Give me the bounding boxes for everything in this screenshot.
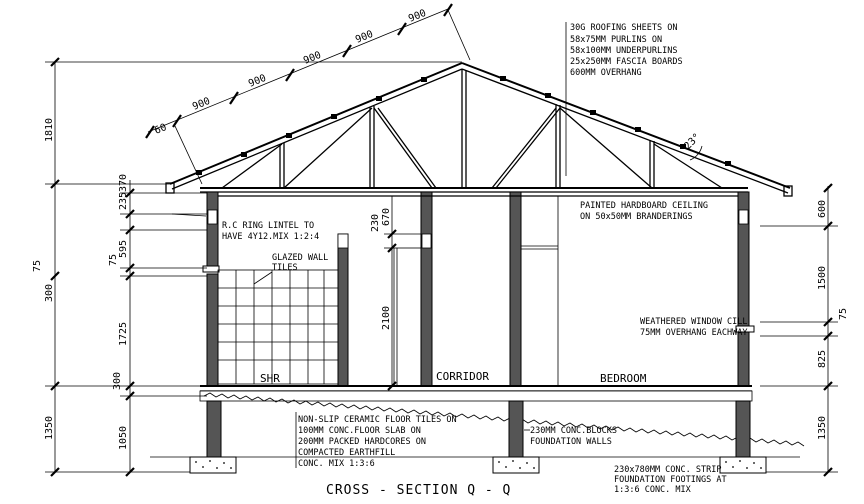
dim-left-1350: 1350: [44, 416, 55, 440]
floor-note-line-5: CONC. MIX 1:3:6: [298, 459, 375, 469]
dim-right-600: 600: [817, 200, 828, 218]
floor-note-line-2: 100MM CONC.FLOOR SLAB ON: [298, 426, 421, 436]
dim-right-825: 825: [817, 350, 828, 368]
dim-left-235: 235: [118, 192, 129, 210]
room-label-shower: SHR: [260, 372, 280, 385]
lintel-note: R.C RING LINTEL TO HAVE 4Y12.MIX 1:2:4: [171, 213, 319, 242]
walls: [202, 191, 755, 387]
foundation-wall-note: 230MM CONC.BLOCKS FOUNDATION WALLS: [524, 426, 617, 447]
roof-note-line-5: 600MM OVERHANG: [570, 68, 642, 78]
foundation-walls: [206, 400, 751, 458]
dim-door-2100: 2100: [381, 306, 392, 330]
floor-slab: [199, 385, 805, 447]
floor-note-line-3: 200MM PACKED HARDCORES ON: [298, 437, 426, 447]
dim-left-1725: 1725: [118, 322, 129, 346]
dim-door-670: 670: [381, 208, 392, 226]
dim-left-side-75: 75: [32, 260, 43, 272]
ceiling-note: PAINTED HARDBOARD CEILING ON 50x50MM BRA…: [580, 201, 708, 222]
dim-right-1350: 1350: [817, 416, 828, 440]
right-dimensions: 600 1500 825 1350 75: [760, 183, 849, 477]
dim-left-595: 595: [118, 240, 129, 258]
wall-tiles-grid: [217, 269, 339, 385]
ceiling-note-line-1: PAINTED HARDBOARD CEILING: [580, 201, 708, 211]
dim-right-side-75: 75: [838, 308, 849, 320]
foundation-note-line-1: 230MM CONC.BLOCKS: [530, 426, 617, 436]
dim-left-1050: 1050: [118, 426, 129, 450]
sill-note-line-1: WEATHERED WINDOW CILL: [640, 317, 747, 327]
room-label-bedroom: BEDROOM: [600, 372, 647, 385]
lintel-note-line-2: HAVE 4Y12.MIX 1:2:4: [222, 232, 319, 242]
ceiling-note-line-2: ON 50x50MM BRANDERINGS: [580, 212, 693, 222]
foundation-note-line-2: FOUNDATION WALLS: [530, 437, 612, 447]
dim-left-1810: 1810: [44, 118, 55, 142]
dim-right-1500: 1500: [817, 266, 828, 290]
window-sill-note: WEATHERED WINDOW CILL 75MM OVERHANG EACH…: [640, 317, 747, 338]
tiles-note-line-2: TILES: [272, 263, 298, 273]
roof-note: 30G ROOFING SHEETS ON 58x75MM PURLINS ON…: [565, 22, 683, 176]
tiles-note-line-1: GLAZED WALL: [272, 253, 328, 263]
rafter-dim-5: 900: [407, 8, 428, 25]
roof-note-line-2: 58x75MM PURLINS ON: [570, 35, 662, 45]
dim-door-230: 230: [370, 214, 381, 232]
roof-pitch: 23°: [682, 132, 703, 161]
dim-left-370: 370: [118, 174, 129, 192]
sill-note-line-2: 75MM OVERHANG EACHWAY: [640, 328, 747, 338]
lintel-note-line-1: R.C RING LINTEL TO: [222, 221, 314, 231]
rafter-spacing-dimension: 60 900 900 900 900 900: [145, 3, 471, 185]
dim-left-300: 300: [44, 284, 55, 302]
left-window-sill: [202, 265, 220, 273]
footing-note: 230x780MM CONC. STRIP FOUNDATION FOOTING…: [614, 465, 727, 495]
dim-left-75: 75: [108, 254, 119, 266]
rafter-dim-0: 60: [153, 122, 168, 137]
roof-note-line-3: 58x100MM UNDERPURLINS: [570, 46, 677, 56]
drawing-title: CROSS - SECTION Q - Q: [326, 483, 511, 498]
bedroom-door: [521, 196, 559, 386]
corridor-door: [393, 247, 422, 387]
room-label-corridor: CORRIDOR: [436, 370, 489, 383]
dim-left-300-inner: 300: [112, 372, 123, 390]
footing-note-line-2: FOUNDATION FOOTINGS AT: [614, 475, 727, 485]
roof-truss: [165, 62, 793, 197]
footing-note-line-3: 1:3:6 CONC. MIX: [614, 485, 692, 495]
tiles-note: GLAZED WALL TILES: [253, 253, 328, 285]
left-dimensions: 1810 300 1350 75 235 370 595 75 1725 300…: [32, 57, 462, 477]
footing-note-line-1: 230x780MM CONC. STRIP: [614, 465, 721, 475]
roof-note-line-1: 30G ROOFING SHEETS ON: [570, 23, 677, 33]
roof-note-line-4: 25x250MM FASCIA BOARDS: [570, 57, 683, 67]
door-dimensions: 230 670 2100: [370, 196, 421, 391]
purlin-marks: [196, 76, 731, 175]
floor-note-line-4: COMPACTED EARTHFILL: [298, 448, 395, 458]
floor-note: NON-SLIP CERAMIC FLOOR TILES ON 100MM CO…: [295, 412, 457, 469]
floor-note-line-1: NON-SLIP CERAMIC FLOOR TILES ON: [298, 415, 457, 425]
